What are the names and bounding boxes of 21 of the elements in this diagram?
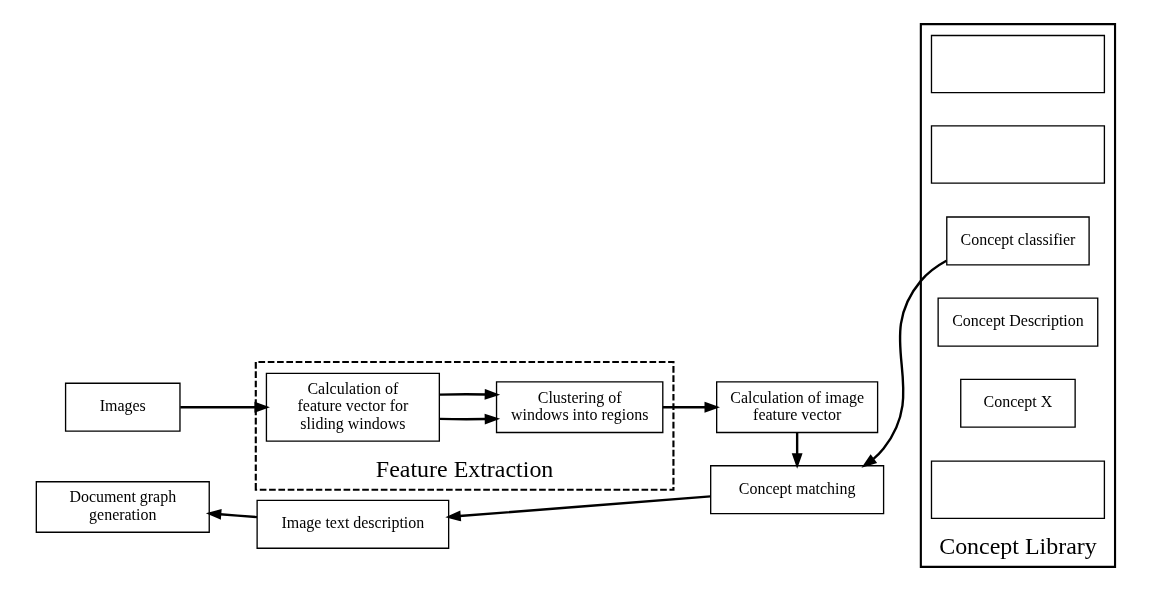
arrow	[205, 509, 257, 520]
arrow	[439, 389, 500, 400]
arrow	[179, 401, 270, 413]
node-box: Concept Description	[936, 297, 1098, 347]
node-box: Document graph generation	[35, 481, 210, 533]
arrow	[791, 432, 803, 469]
node-box	[930, 125, 1105, 184]
node-box: Concept classifier	[945, 216, 1090, 266]
node-box: Images	[64, 382, 181, 432]
node-box: Calculation of feature vector for sliding windows	[265, 372, 440, 442]
arrow	[439, 413, 500, 425]
node-box	[930, 460, 1105, 519]
node-box	[930, 34, 1105, 94]
arrow	[444, 495, 711, 522]
arrow	[861, 259, 947, 468]
node-box: Clustering of windows into regions	[495, 381, 663, 434]
node-box: Image text description	[255, 499, 449, 549]
node-box: Calculation of image feature vector	[715, 381, 878, 434]
arrow	[662, 401, 720, 413]
node-box: Concept matching	[709, 465, 884, 515]
node-box: Concept X	[959, 378, 1076, 428]
